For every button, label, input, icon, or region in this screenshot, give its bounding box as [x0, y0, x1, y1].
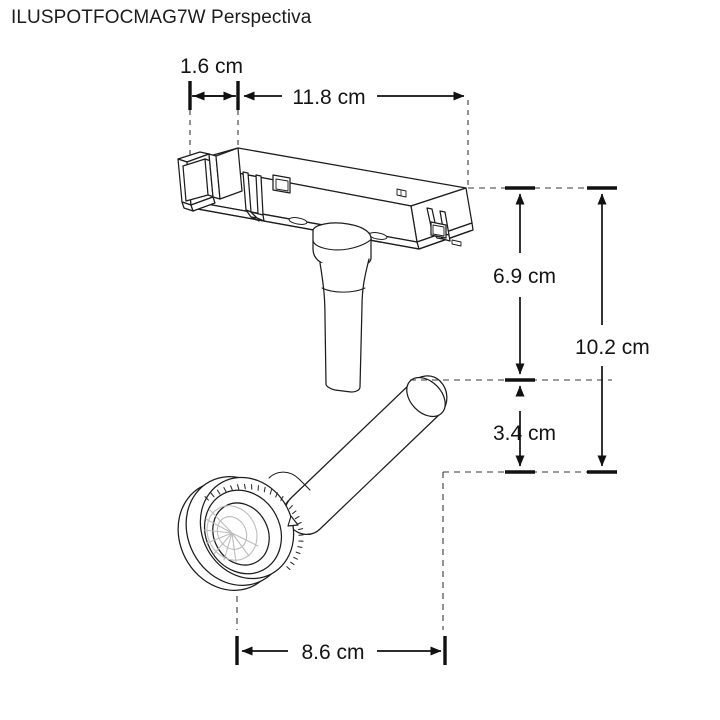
- support-arm-assembly: [312, 222, 372, 393]
- focus-ring-assembly: [177, 476, 304, 591]
- product-geometry: [177, 147, 474, 591]
- dimension-label-head-length: 8.6 cm: [301, 641, 364, 664]
- top-extension-lines: [189, 100, 469, 186]
- dimension-arm-height: 6.9 cm: [493, 186, 556, 382]
- dimension-label-total-height: 10.2 cm: [575, 336, 650, 359]
- dimension-bar-length: 11.8 cm: [243, 86, 465, 109]
- lamp-head: [268, 375, 448, 535]
- dimension-label-bar-length: 11.8 cm: [292, 86, 365, 109]
- dimension-label-arm-height: 6.9 cm: [493, 265, 556, 288]
- dimension-total-height: 10.2 cm: [575, 186, 650, 474]
- index-marker: [287, 515, 299, 527]
- page-title: ILUSPOTFOCMAG7W Perspectiva: [11, 7, 312, 28]
- knurling-ticks: [204, 483, 304, 571]
- dimension-label-bracket-width: 1.6 cm: [180, 55, 243, 78]
- dimension-head-height: 3.4 cm: [493, 385, 556, 474]
- dimension-bracket-width: 1.6 cm: [180, 55, 243, 110]
- reflector-facets: [203, 505, 259, 563]
- dimension-label-head-height: 3.4 cm: [493, 422, 556, 445]
- dimension-head-length: 8.6 cm: [235, 636, 447, 665]
